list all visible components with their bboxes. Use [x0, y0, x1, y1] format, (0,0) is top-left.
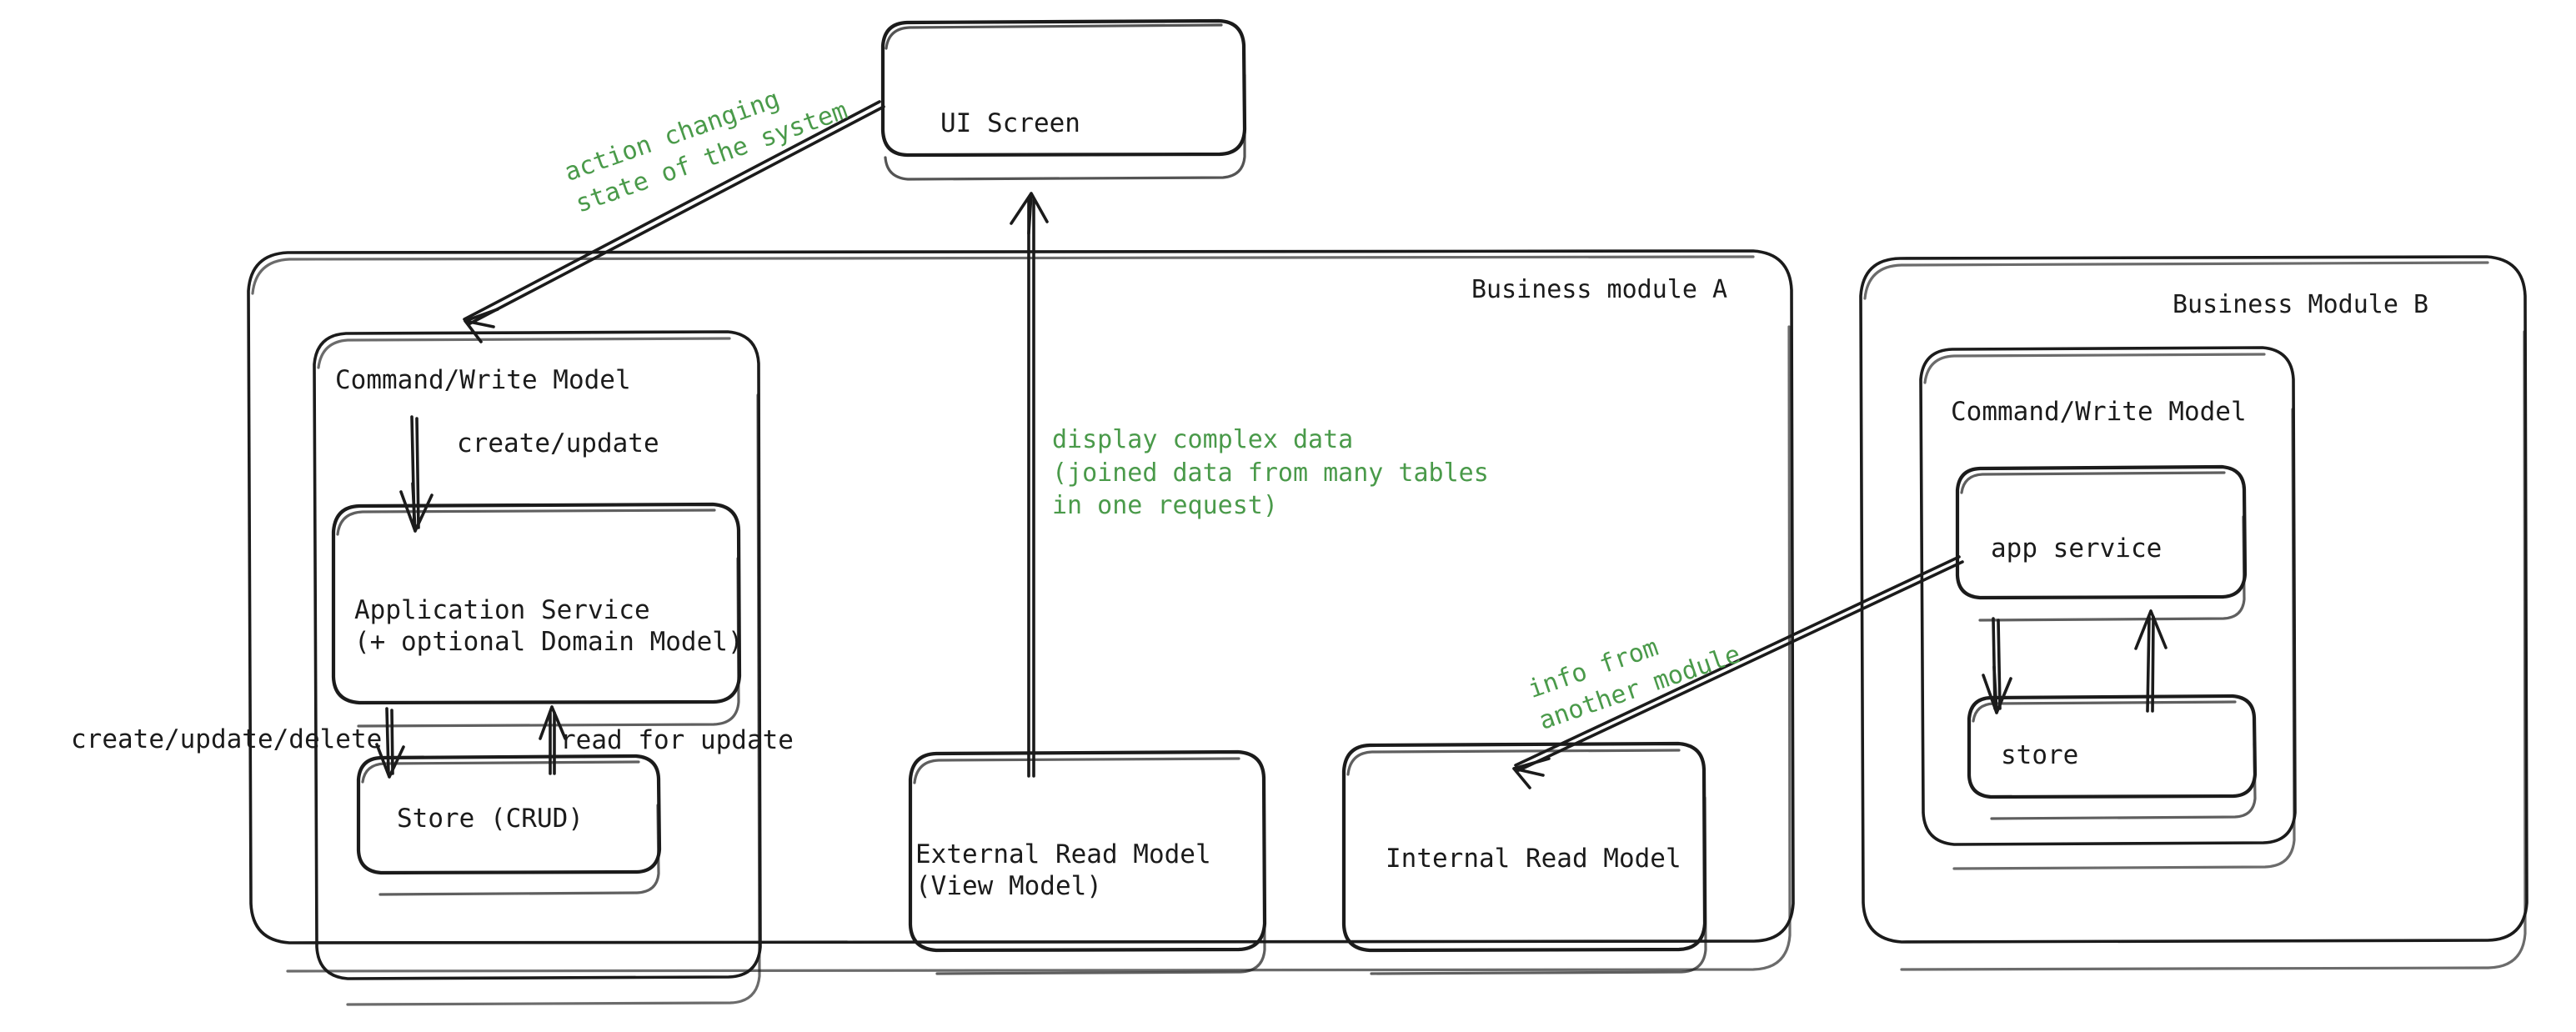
command-write-model-b-box[interactable]	[1919, 346, 2297, 870]
arrow-store-to-app-service-b	[2134, 609, 2168, 713]
arrow-create-update-delete	[375, 707, 405, 779]
command-write-model-a-label: Command/Write Model	[335, 365, 631, 395]
business-module-b-label: Business Module B	[2173, 290, 2429, 319]
arrow-create-update	[399, 415, 434, 533]
external-read-model-box[interactable]	[908, 749, 1267, 975]
command-write-model-b-label: Command/Write Model	[1951, 397, 2247, 427]
edge-label-read-for-update: read for update	[560, 725, 794, 755]
application-service-line1: Application Service	[354, 595, 650, 625]
internal-read-model-label: Internal Read Model	[1386, 844, 1681, 874]
arrow-app-service-to-internal-read-model	[1512, 555, 1964, 789]
app-service-label: app service	[1991, 534, 2163, 564]
application-service-line2: (+ optional Domain Model)	[354, 627, 744, 657]
arrow-app-service-to-store-b	[1982, 617, 2012, 714]
command-write-model-a-box[interactable]	[313, 330, 762, 1006]
store-b-label: store	[2001, 740, 2079, 770]
edge-label-create-update: create/update	[457, 428, 659, 458]
business-module-a-box[interactable]	[247, 249, 1795, 973]
annotation-info-from-another-module: info from another module	[1524, 633, 1744, 741]
arrow-ui-to-command-write-model	[463, 100, 885, 343]
store-crud-label: Store (CRUD)	[397, 804, 584, 834]
business-module-a-label: Business module A	[1471, 275, 1728, 304]
external-read-model-line1: External Read Model	[915, 839, 1211, 869]
app-service-box[interactable]	[1955, 464, 2248, 622]
annotation-display-complex-data-line3: in one request)	[1052, 491, 1278, 521]
annotation-action-changing-state: action changing state of the system	[560, 84, 851, 224]
annotation-display-complex-data-line2: (joined data from many tables	[1052, 458, 1489, 488]
ui-screen-label: UI Screen	[940, 108, 1080, 138]
ui-screen-box[interactable]	[880, 18, 1247, 181]
arrow-external-read-model-to-ui	[1010, 192, 1049, 778]
edge-label-create-update-delete: create/update/delete	[71, 724, 383, 754]
annotation-display-complex-data: display complex data (joined data from m…	[1052, 423, 1489, 523]
annotation-display-complex-data-line1: display complex data	[1052, 425, 1354, 454]
application-service-box[interactable]	[331, 502, 742, 728]
internal-read-model-box[interactable]	[1341, 741, 1707, 975]
business-module-b-box[interactable]	[1859, 255, 2528, 971]
arrow-read-for-update	[539, 705, 567, 775]
external-read-model-line2: (View Model)	[915, 871, 1102, 901]
